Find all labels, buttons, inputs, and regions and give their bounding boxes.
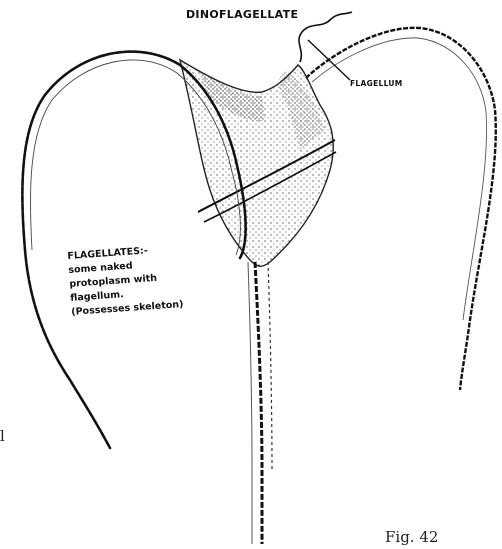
figure-caption: Fig. 42 <box>385 528 438 546</box>
wavy-flagellum <box>299 12 352 62</box>
margin-mark: l <box>0 427 5 445</box>
dinoflagellate-label: DINOFLAGELLATE <box>186 8 298 21</box>
stalk-inner <box>248 262 252 544</box>
flagellates-note: FLAGELLATES:- some naked protoplasm with… <box>67 242 184 320</box>
stalk-right-edge <box>268 262 272 470</box>
stalk <box>255 262 262 544</box>
flagellum-label: FLAGELLUM <box>350 79 403 88</box>
cell-body <box>180 60 333 266</box>
